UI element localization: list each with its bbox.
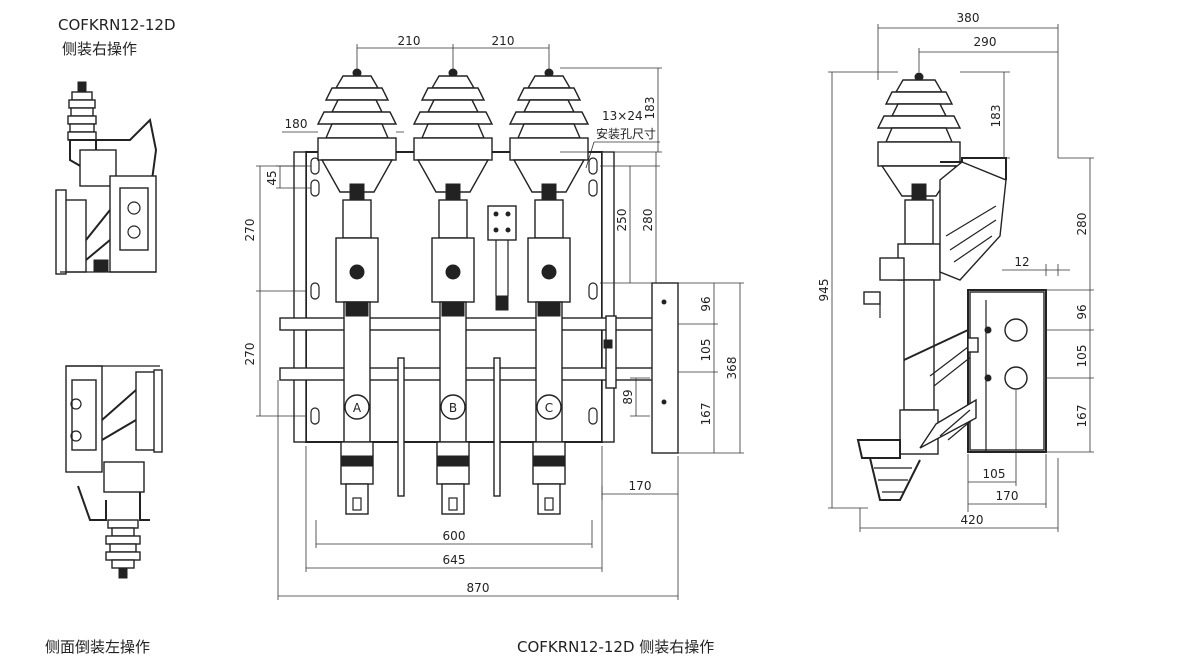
dim-89: 89	[621, 389, 635, 404]
hole-note-text: 安装孔尺寸	[596, 126, 656, 141]
top-left-desc-caption: 侧装右操作	[62, 40, 138, 58]
pole-b: B	[412, 68, 494, 515]
dim-170-front: 170	[629, 479, 652, 493]
hole-note-size: 13×24	[602, 109, 643, 123]
dim-645: 645	[443, 553, 466, 567]
dim-380: 380	[957, 11, 980, 25]
phase-a-label: A	[353, 401, 362, 415]
dim-210-right: 210	[492, 34, 515, 48]
dim-290: 290	[974, 35, 997, 49]
dim-368: 368	[725, 357, 739, 380]
small-side-view-top	[55, 81, 158, 275]
dim-180: 180	[285, 117, 308, 131]
dim-105-side: 105	[1075, 345, 1089, 368]
dim-280: 280	[641, 209, 655, 232]
dim-96-front: 96	[699, 296, 713, 311]
dim-170-side: 170	[996, 489, 1019, 503]
dim-945: 945	[817, 279, 831, 302]
dim-250: 250	[615, 209, 629, 232]
dim-12: 12	[1014, 255, 1029, 269]
bottom-left-caption: 侧面倒装左操作	[45, 638, 151, 656]
dim-210-left: 210	[398, 34, 421, 48]
dim-270-upper: 270	[243, 219, 257, 242]
dim-280-side: 280	[1075, 213, 1089, 236]
bottom-center-caption: COFKRN12-12D 侧装右操作	[517, 638, 715, 656]
phase-b-label: B	[449, 401, 457, 415]
dim-183-side: 183	[989, 105, 1003, 128]
small-side-view-bottom	[65, 365, 163, 579]
dim-167-front: 167	[699, 403, 713, 426]
dim-167-side: 167	[1075, 405, 1089, 428]
pole-c: C	[508, 68, 590, 515]
top-left-model-caption: COFKRN12-12D	[58, 16, 176, 34]
dim-45: 45	[265, 170, 279, 185]
dim-270-lower: 270	[243, 343, 257, 366]
dim-183-front: 183	[643, 97, 657, 120]
side-view: 380 290 183 945 280 12 96 105 167 105 17…	[817, 11, 1094, 532]
dim-420: 420	[961, 513, 984, 527]
dim-600: 600	[443, 529, 466, 543]
pole-a: A	[316, 68, 398, 515]
dim-105-front: 105	[699, 339, 713, 362]
front-view: A B	[243, 34, 744, 600]
dim-105-side-bottom: 105	[983, 467, 1006, 481]
dim-870: 870	[467, 581, 490, 595]
dim-96-side: 96	[1075, 304, 1089, 319]
phase-c-label: C	[545, 401, 553, 415]
